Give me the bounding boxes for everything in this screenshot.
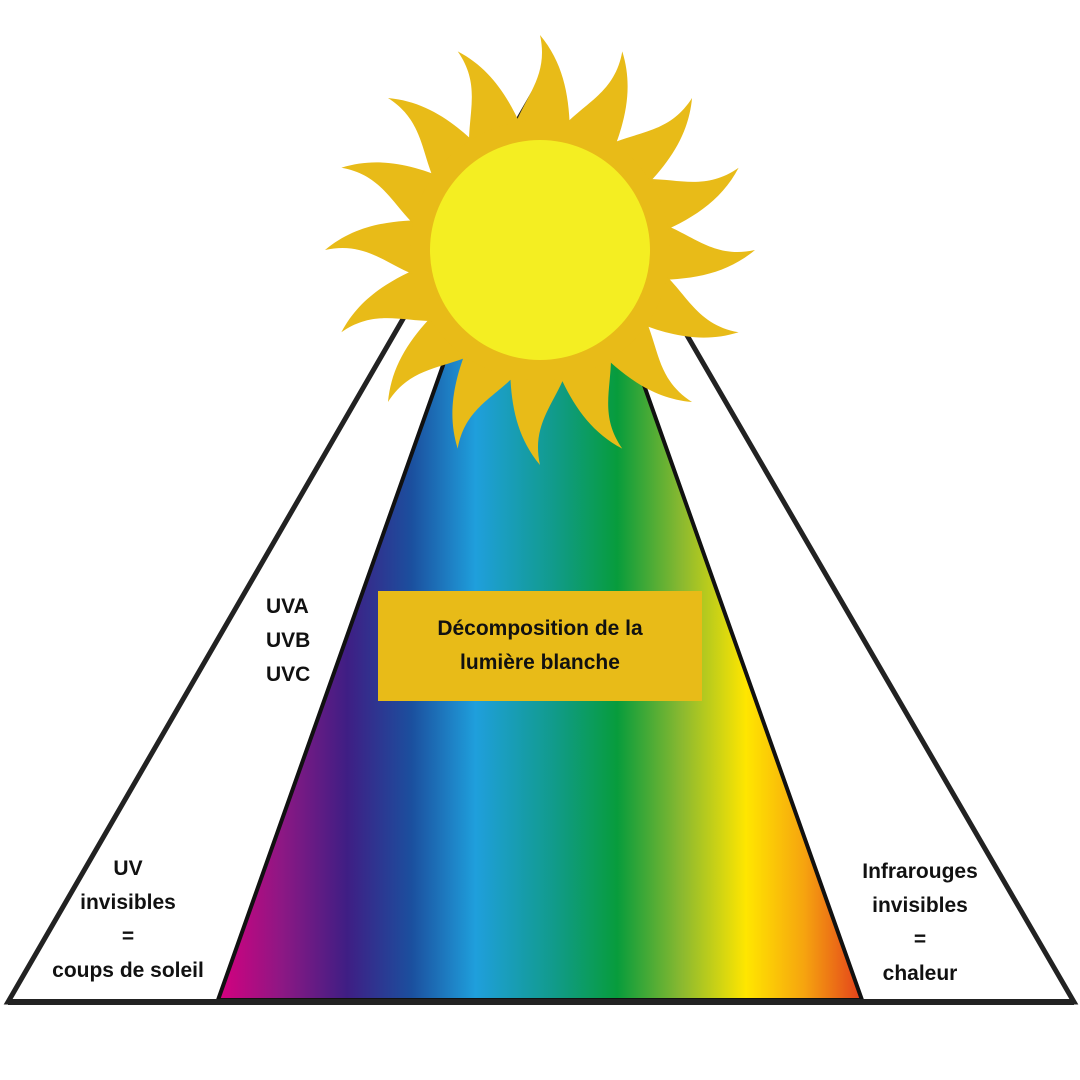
- sun-icon: [325, 35, 755, 465]
- uv-label-line-3: =: [121, 925, 135, 948]
- uv-types-list: UVA UVB UVC: [266, 590, 310, 692]
- title-line-1: Décomposition de la: [437, 617, 643, 640]
- infrared-label-line-2: invisibles: [872, 894, 968, 917]
- infrared-label-line-1: Infrarouges: [862, 860, 978, 883]
- uv-label-line-1: UV: [113, 857, 143, 880]
- uv-label-line-2: invisibles: [80, 891, 176, 914]
- infrared-label-line-3: =: [913, 928, 927, 951]
- uv-type-b: UVB: [266, 629, 311, 652]
- title-line-2: lumière blanche: [460, 651, 620, 674]
- infrared-label-line-4: chaleur: [882, 962, 958, 985]
- title-box: Décomposition de la lumière blanche: [378, 591, 702, 701]
- uv-label: UV invisibles = coups de soleil: [30, 852, 226, 988]
- title-box-background: [378, 591, 702, 701]
- infrared-label: Infrarouges invisibles = chaleur: [842, 855, 998, 991]
- uv-type-a: UVA: [266, 595, 309, 618]
- uv-label-line-4: coups de soleil: [52, 959, 204, 982]
- uv-type-c: UVC: [266, 663, 311, 686]
